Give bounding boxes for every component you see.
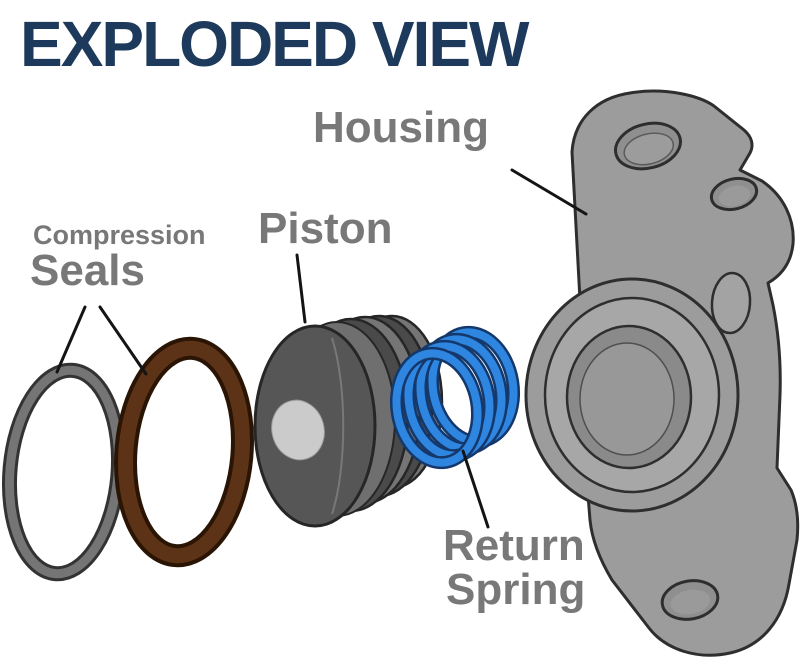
return-spring-label-line1: Return	[443, 521, 585, 570]
housing-part	[524, 89, 800, 657]
housing-top-hole	[614, 121, 682, 171]
housing-top-hole-2	[709, 176, 759, 212]
housing-bore-inner	[579, 342, 675, 456]
spring-coil	[389, 346, 485, 470]
housing-label: Housing	[313, 103, 489, 152]
piston-face-pad	[271, 399, 325, 461]
return-spring-label-line2: Spring	[446, 565, 586, 614]
return-spring-part	[389, 325, 521, 470]
piston-leader-line	[295, 253, 307, 324]
seals-leader-line-right	[98, 305, 148, 376]
compression-seals-label-line1: Compression	[33, 220, 206, 250]
housing-bottom-hole	[660, 579, 720, 621]
compression-seals-label-line2: Seals	[30, 246, 145, 295]
spring-leader-line	[461, 449, 490, 529]
page-title: EXPLODED VIEW	[20, 8, 529, 80]
compression-seal-brown-ring	[114, 336, 254, 568]
seals-leader-line-left	[55, 305, 87, 374]
piston-face-highlight	[331, 337, 345, 515]
leader-lines	[55, 168, 588, 529]
housing-leader-line	[510, 168, 588, 216]
housing-side-boss	[710, 271, 752, 335]
compression-seal-gray-ring	[1, 362, 127, 582]
piston-label: Piston	[258, 204, 393, 253]
